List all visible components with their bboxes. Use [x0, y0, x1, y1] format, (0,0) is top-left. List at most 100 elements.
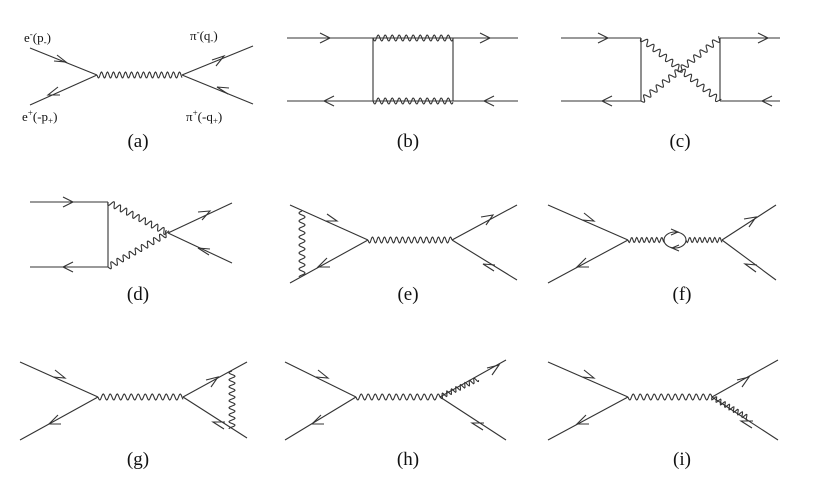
photon-propagator	[355, 393, 441, 401]
vertex-photon	[228, 370, 236, 430]
diagram-e: (e)	[289, 204, 518, 305]
scalar-arrow	[197, 247, 211, 256]
pion-line	[711, 396, 779, 441]
scalar-arrow	[482, 263, 496, 272]
pion-line	[439, 396, 507, 441]
caption-c: (c)	[669, 131, 690, 152]
fermion-arrow	[581, 369, 596, 379]
photon-propagator	[96, 71, 183, 79]
electron-line	[19, 361, 99, 398]
electron-line	[284, 361, 357, 398]
photon-propagator	[107, 230, 167, 270]
pi-plus-label: π+(-q+)	[186, 108, 222, 126]
fermion-arrow	[575, 414, 589, 425]
photon-propagator	[639, 37, 722, 103]
fermion-arrow	[322, 95, 335, 107]
positron-line	[284, 396, 357, 441]
photon-propagator	[107, 201, 170, 236]
caption-e: (e)	[397, 284, 418, 305]
seagull-photon	[711, 396, 748, 421]
fermion-arrow	[316, 257, 330, 268]
fermion-arrow	[53, 54, 68, 63]
pi-plus-line	[181, 74, 254, 105]
positron-line	[547, 239, 629, 284]
positron-line	[547, 396, 629, 441]
vacuum-polarization-loop	[663, 231, 687, 249]
scalar-arrow	[736, 376, 751, 388]
fermion-arrow	[600, 95, 613, 107]
fermion-arrow	[62, 196, 75, 208]
scalar-arrow	[211, 421, 225, 430]
fermion-arrow	[310, 414, 324, 425]
scalar-arrow	[211, 54, 226, 67]
photon-propagator	[627, 236, 665, 244]
pion-line	[167, 202, 233, 234]
fermion-arrow	[319, 32, 332, 44]
photon-propagator	[685, 236, 723, 244]
diagram-b: (b)	[287, 32, 518, 152]
diagram-i: (i)	[547, 359, 779, 470]
fermion-arrow	[597, 32, 610, 44]
photon-propagator	[372, 97, 454, 105]
photon-propagator	[367, 236, 453, 244]
caption-a: (a)	[127, 131, 148, 152]
photon-propagator	[372, 34, 454, 42]
electron-line	[547, 204, 629, 241]
scalar-arrow	[197, 210, 212, 221]
fermion-arrow	[315, 369, 330, 379]
diagram-g: (g)	[19, 361, 248, 470]
fermion-arrow	[482, 95, 495, 107]
photon-propagator	[627, 393, 713, 401]
diagram-f: (f)	[547, 204, 777, 305]
pion-line	[721, 204, 777, 241]
scalar-arrow	[216, 86, 230, 95]
positron-line	[289, 239, 369, 284]
photon-propagator	[97, 393, 184, 401]
diagram-h: (h)	[284, 359, 507, 470]
pion-line	[451, 239, 518, 281]
electron-line	[547, 361, 629, 398]
scalar-arrow	[739, 420, 753, 429]
diagram-d: (d)	[30, 196, 233, 305]
fermion-arrow	[61, 261, 74, 273]
electron-line	[289, 204, 369, 241]
pion-line	[721, 239, 777, 281]
loop-arrow	[670, 228, 680, 236]
caption-g: (g)	[127, 449, 149, 470]
pi-minus-label: π-(q-)	[190, 27, 218, 45]
fermion-arrow	[581, 212, 596, 222]
pi-minus-line	[181, 45, 254, 76]
pion-line	[182, 396, 248, 439]
scalar-arrow	[470, 422, 484, 431]
scalar-arrow	[743, 263, 758, 273]
positron-line	[29, 74, 98, 106]
pion-line	[451, 204, 518, 241]
caption-h: (h)	[397, 449, 419, 470]
positron-line	[19, 396, 99, 441]
photon-propagator	[640, 36, 721, 103]
fermion-arrow	[479, 32, 492, 44]
scalar-arrow	[486, 364, 501, 376]
vertex-photon	[298, 210, 306, 278]
diagram-a: e-(p-) e+(-p+) π-(q-) π+(-q+) (a)	[22, 27, 254, 152]
fermion-arrow	[760, 95, 773, 107]
seagull-photon	[439, 377, 480, 400]
caption-f: (f)	[673, 284, 692, 305]
caption-b: (b)	[397, 131, 419, 152]
electron-label: e-(p-)	[24, 29, 51, 47]
diagram-c: (c)	[561, 32, 780, 152]
scalar-arrow	[480, 214, 495, 226]
fermion-arrow	[757, 32, 770, 44]
pion-line	[182, 361, 248, 398]
fermion-arrow	[47, 414, 61, 425]
caption-i: (i)	[673, 449, 691, 470]
caption-d: (d)	[127, 284, 149, 305]
fermion-arrow	[575, 257, 589, 268]
positron-label: e+(-p+)	[22, 108, 57, 126]
fermion-arrow	[46, 86, 60, 96]
scalar-arrow	[205, 376, 220, 388]
loop-arrow	[670, 244, 680, 252]
fermion-arrow	[52, 369, 67, 379]
scalar-arrow	[743, 216, 758, 228]
